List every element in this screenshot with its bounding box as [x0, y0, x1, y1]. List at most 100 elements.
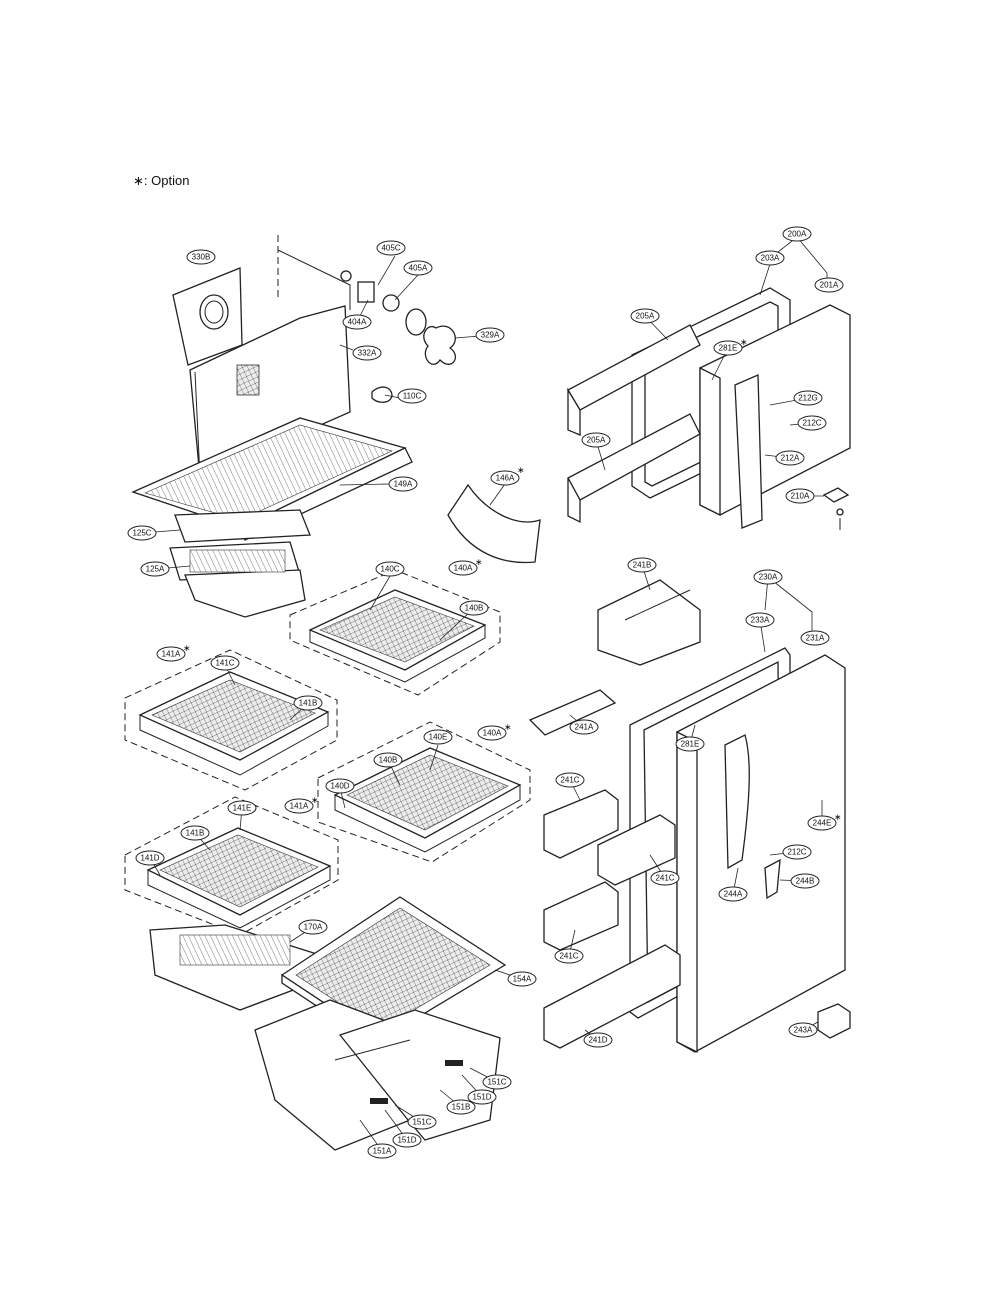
- label-141C: 141C: [210, 655, 240, 671]
- label-241B: 241B: [627, 557, 657, 573]
- label-140A-lower: 140A: [477, 725, 507, 741]
- svg-text:140A: 140A: [454, 564, 473, 573]
- label-205A-lower: 205A: [581, 432, 611, 448]
- svg-text:230A: 230A: [759, 573, 778, 582]
- svg-text:140A: 140A: [483, 729, 502, 738]
- label-203A: 203A: [755, 250, 785, 266]
- svg-text:141D: 141D: [140, 854, 159, 863]
- shelf-141A-group: [124, 649, 338, 791]
- svg-text:110C: 110C: [403, 392, 422, 401]
- label-125A: 125A: [140, 561, 170, 577]
- label-241C-3: 241C: [554, 948, 584, 964]
- option-marker-140A-lower: ∗: [504, 722, 512, 732]
- svg-text:141A: 141A: [290, 802, 309, 811]
- label-241C-2: 241C: [650, 870, 680, 886]
- label-200A: 200A: [782, 226, 812, 242]
- label-244B: 244B: [790, 873, 820, 889]
- option-marker-244E: ∗: [834, 812, 842, 822]
- label-151A: 151A: [367, 1143, 397, 1159]
- svg-text:151C: 151C: [412, 1118, 431, 1127]
- svg-text:149A: 149A: [394, 480, 413, 489]
- svg-text:151D: 151D: [472, 1093, 491, 1102]
- svg-text:151A: 151A: [373, 1147, 392, 1156]
- label-140B-lower: 140B: [373, 752, 403, 768]
- label-170A: 170A: [298, 919, 328, 935]
- evaporator-cover-assembly: [172, 235, 351, 479]
- shelf-140A-lower-group: [317, 721, 531, 863]
- crisper-drawers: [254, 999, 501, 1151]
- svg-text:141B: 141B: [299, 699, 318, 708]
- label-151D-right: 151D: [467, 1089, 497, 1105]
- svg-text:125A: 125A: [146, 565, 165, 574]
- svg-text:330B: 330B: [192, 253, 211, 262]
- ice-tray-assembly: [169, 509, 311, 618]
- label-405A: 405A: [403, 260, 433, 276]
- label-210A: 210A: [785, 488, 815, 504]
- hinge-parts: [822, 487, 850, 530]
- label-141D: 141D: [135, 850, 165, 866]
- label-243A: 243A: [788, 1022, 818, 1038]
- label-212G: 212G: [793, 390, 823, 406]
- label-141B-lower: 141B: [180, 825, 210, 841]
- legend: ∗: Option: [133, 173, 189, 189]
- svg-text:244A: 244A: [724, 890, 743, 899]
- svg-text:241C: 241C: [655, 874, 674, 883]
- label-330B: 330B: [186, 249, 216, 265]
- svg-text:146A: 146A: [496, 474, 515, 483]
- fan-motor-parts: [340, 270, 456, 403]
- svg-text:140B: 140B: [379, 756, 398, 765]
- label-149A: 149A: [388, 476, 418, 492]
- label-140C: 140C: [375, 561, 405, 577]
- svg-text:125C: 125C: [132, 529, 151, 538]
- ice-bucket-guide: [447, 483, 541, 564]
- svg-text:243A: 243A: [794, 1026, 813, 1035]
- svg-text:241C: 241C: [560, 776, 579, 785]
- svg-text:151C: 151C: [487, 1078, 506, 1087]
- label-141A-lower: 141A: [284, 798, 314, 814]
- option-markers: ∗ ∗ ∗ ∗ ∗ ∗ ∗: [183, 337, 842, 822]
- svg-text:200A: 200A: [788, 230, 807, 239]
- freezer-door-bins: [567, 324, 701, 524]
- svg-text:154A: 154A: [513, 975, 532, 984]
- label-281E-lower: 281E: [675, 736, 705, 752]
- svg-text:140E: 140E: [429, 733, 448, 742]
- label-231A: 231A: [800, 630, 830, 646]
- option-marker-141A-upper: ∗: [183, 643, 191, 653]
- label-404A: 404A: [342, 314, 372, 330]
- label-151B: 151B: [446, 1099, 476, 1115]
- label-212A: 212A: [775, 450, 805, 466]
- label-241A: 241A: [569, 719, 599, 735]
- svg-text:233A: 233A: [751, 616, 770, 625]
- svg-text:201A: 201A: [820, 281, 839, 290]
- svg-text:212G: 212G: [798, 394, 818, 403]
- label-241D: 241D: [583, 1032, 613, 1048]
- label-141B-upper: 141B: [293, 695, 323, 711]
- svg-text:231A: 231A: [806, 634, 825, 643]
- label-140A-upper: 140A: [448, 560, 478, 576]
- label-110C: 110C: [397, 388, 427, 404]
- ice-server-box: [597, 579, 701, 666]
- label-241C-1: 241C: [555, 772, 585, 788]
- label-244A: 244A: [718, 886, 748, 902]
- svg-text:141E: 141E: [233, 804, 252, 813]
- label-233A: 233A: [745, 612, 775, 628]
- svg-text:205A: 205A: [587, 436, 606, 445]
- svg-text:140D: 140D: [330, 782, 349, 791]
- option-marker-141A-lower: ∗: [311, 795, 319, 805]
- svg-text:141C: 141C: [215, 659, 234, 668]
- label-205A-upper: 205A: [630, 308, 660, 324]
- label-151D-left: 151D: [392, 1132, 422, 1148]
- option-marker-140A-upper: ∗: [475, 557, 483, 567]
- label-140E: 140E: [423, 729, 453, 745]
- option-symbol: ∗: [133, 173, 144, 188]
- svg-text:329A: 329A: [481, 331, 500, 340]
- svg-text:241B: 241B: [633, 561, 652, 570]
- svg-text:244E: 244E: [813, 819, 832, 828]
- svg-text:244B: 244B: [796, 877, 815, 886]
- label-244E: 244E: [807, 815, 837, 831]
- svg-text:205A: 205A: [636, 312, 655, 321]
- svg-text:212C: 212C: [787, 848, 806, 857]
- label-151C-right: 151C: [482, 1074, 512, 1090]
- label-141A-upper: 141A: [156, 646, 186, 662]
